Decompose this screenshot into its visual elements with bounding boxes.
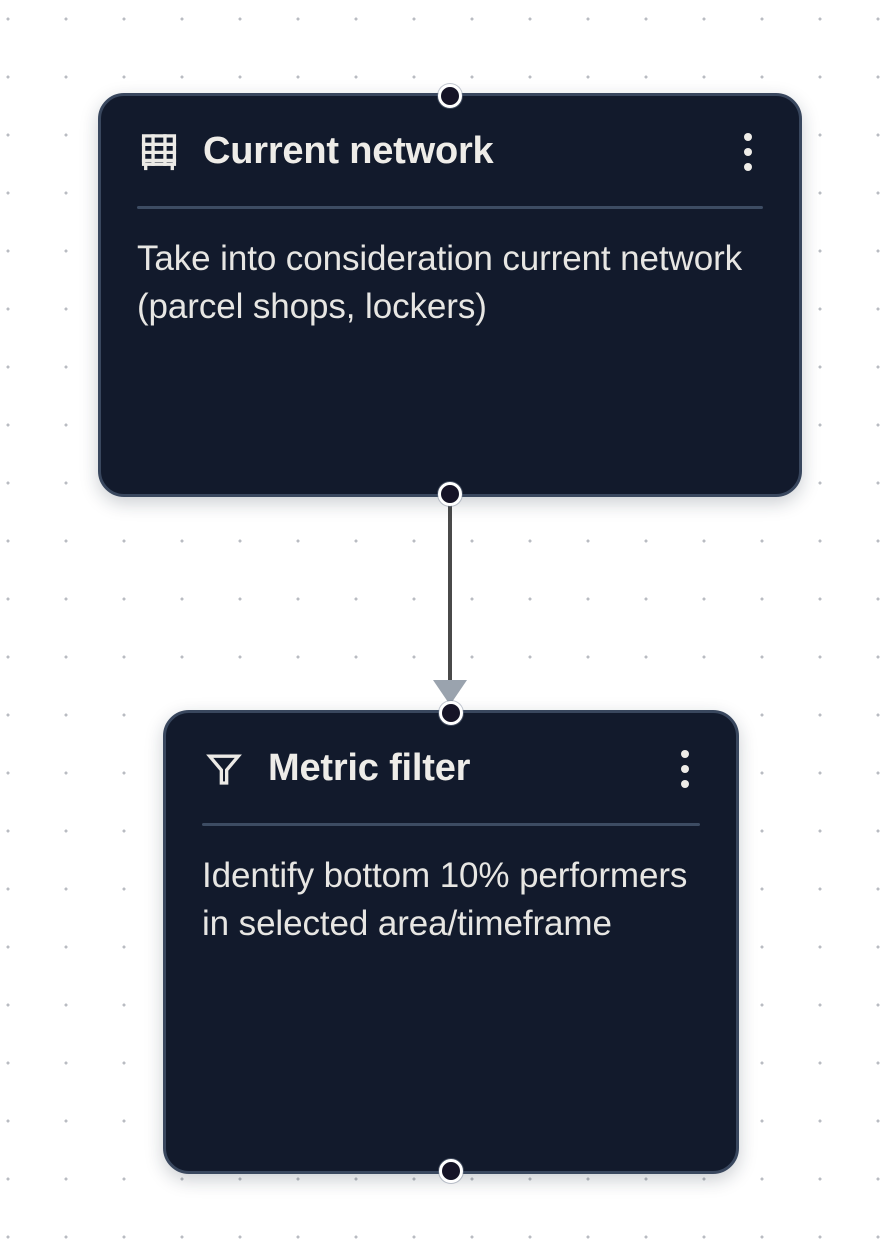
node-handle-top[interactable] (439, 701, 463, 725)
node-title: Metric filter (268, 747, 471, 790)
table-grid-icon (137, 130, 181, 174)
node-title: Current network (203, 130, 494, 173)
node-description: Identify bottom 10% performers in select… (202, 856, 688, 944)
node-header: Metric filter (196, 747, 706, 791)
menu-dot (681, 750, 689, 758)
menu-dot (681, 780, 689, 788)
edge-current-network-to-metric-filter (433, 495, 467, 705)
more-options-icon[interactable] (668, 747, 702, 791)
node-handle-bottom[interactable] (438, 482, 462, 506)
more-options-icon[interactable] (731, 130, 765, 174)
menu-dot (744, 133, 752, 141)
funnel-filter-icon (202, 747, 246, 791)
menu-dot (744, 163, 752, 171)
node-handle-top[interactable] (438, 84, 462, 108)
node-divider (137, 206, 763, 209)
node-description: Take into consideration current network … (137, 239, 743, 327)
node-handle-bottom[interactable] (439, 1159, 463, 1183)
node-metric-filter[interactable]: Metric filter Identify bottom 10% perfor… (163, 701, 739, 1183)
menu-dot (744, 148, 752, 156)
node-current-network[interactable]: Current network Take into consideration … (98, 84, 802, 506)
node-divider (202, 823, 700, 826)
node-header: Current network (131, 130, 769, 174)
menu-dot (681, 765, 689, 773)
